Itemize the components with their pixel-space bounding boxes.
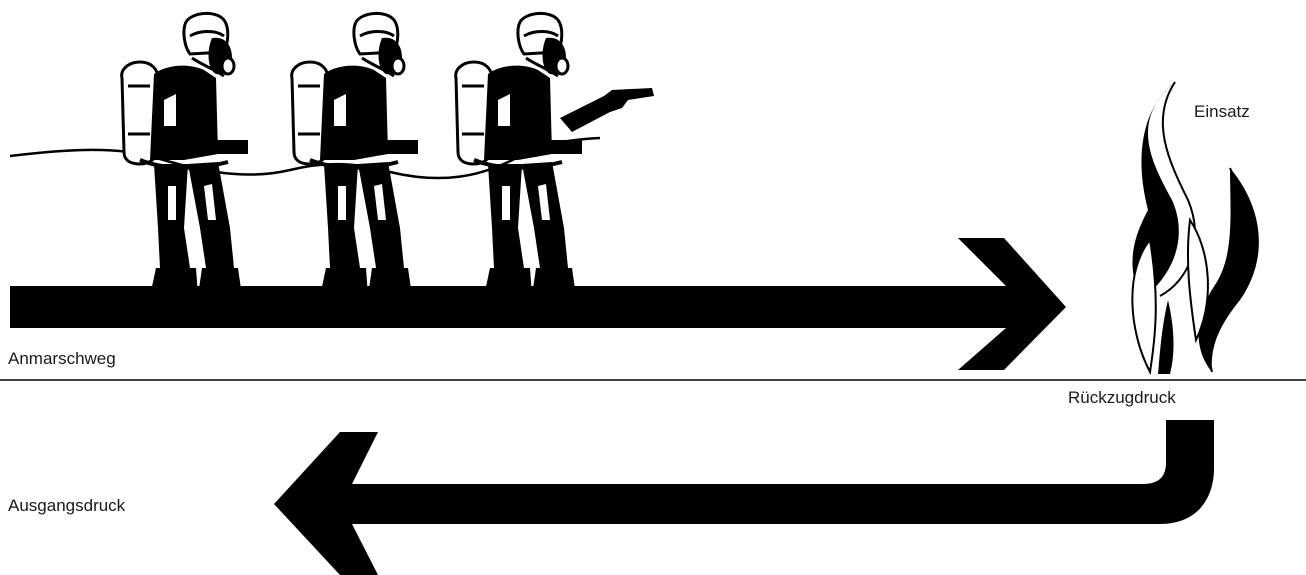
firefighter-icon [292,13,418,296]
nozzle-icon [560,88,654,132]
firefighter-icon [456,13,582,296]
retreat-pressure-label: Rückzugdruck [1068,389,1176,406]
retreat-arrow [274,420,1214,575]
flame-icon [1132,82,1259,374]
operation-label: Einsatz [1194,103,1250,120]
initial-pressure-label: Ausgangsdruck [8,497,125,514]
firefighter-icon [122,13,248,296]
approach-label: Anmarschweg [8,350,116,367]
